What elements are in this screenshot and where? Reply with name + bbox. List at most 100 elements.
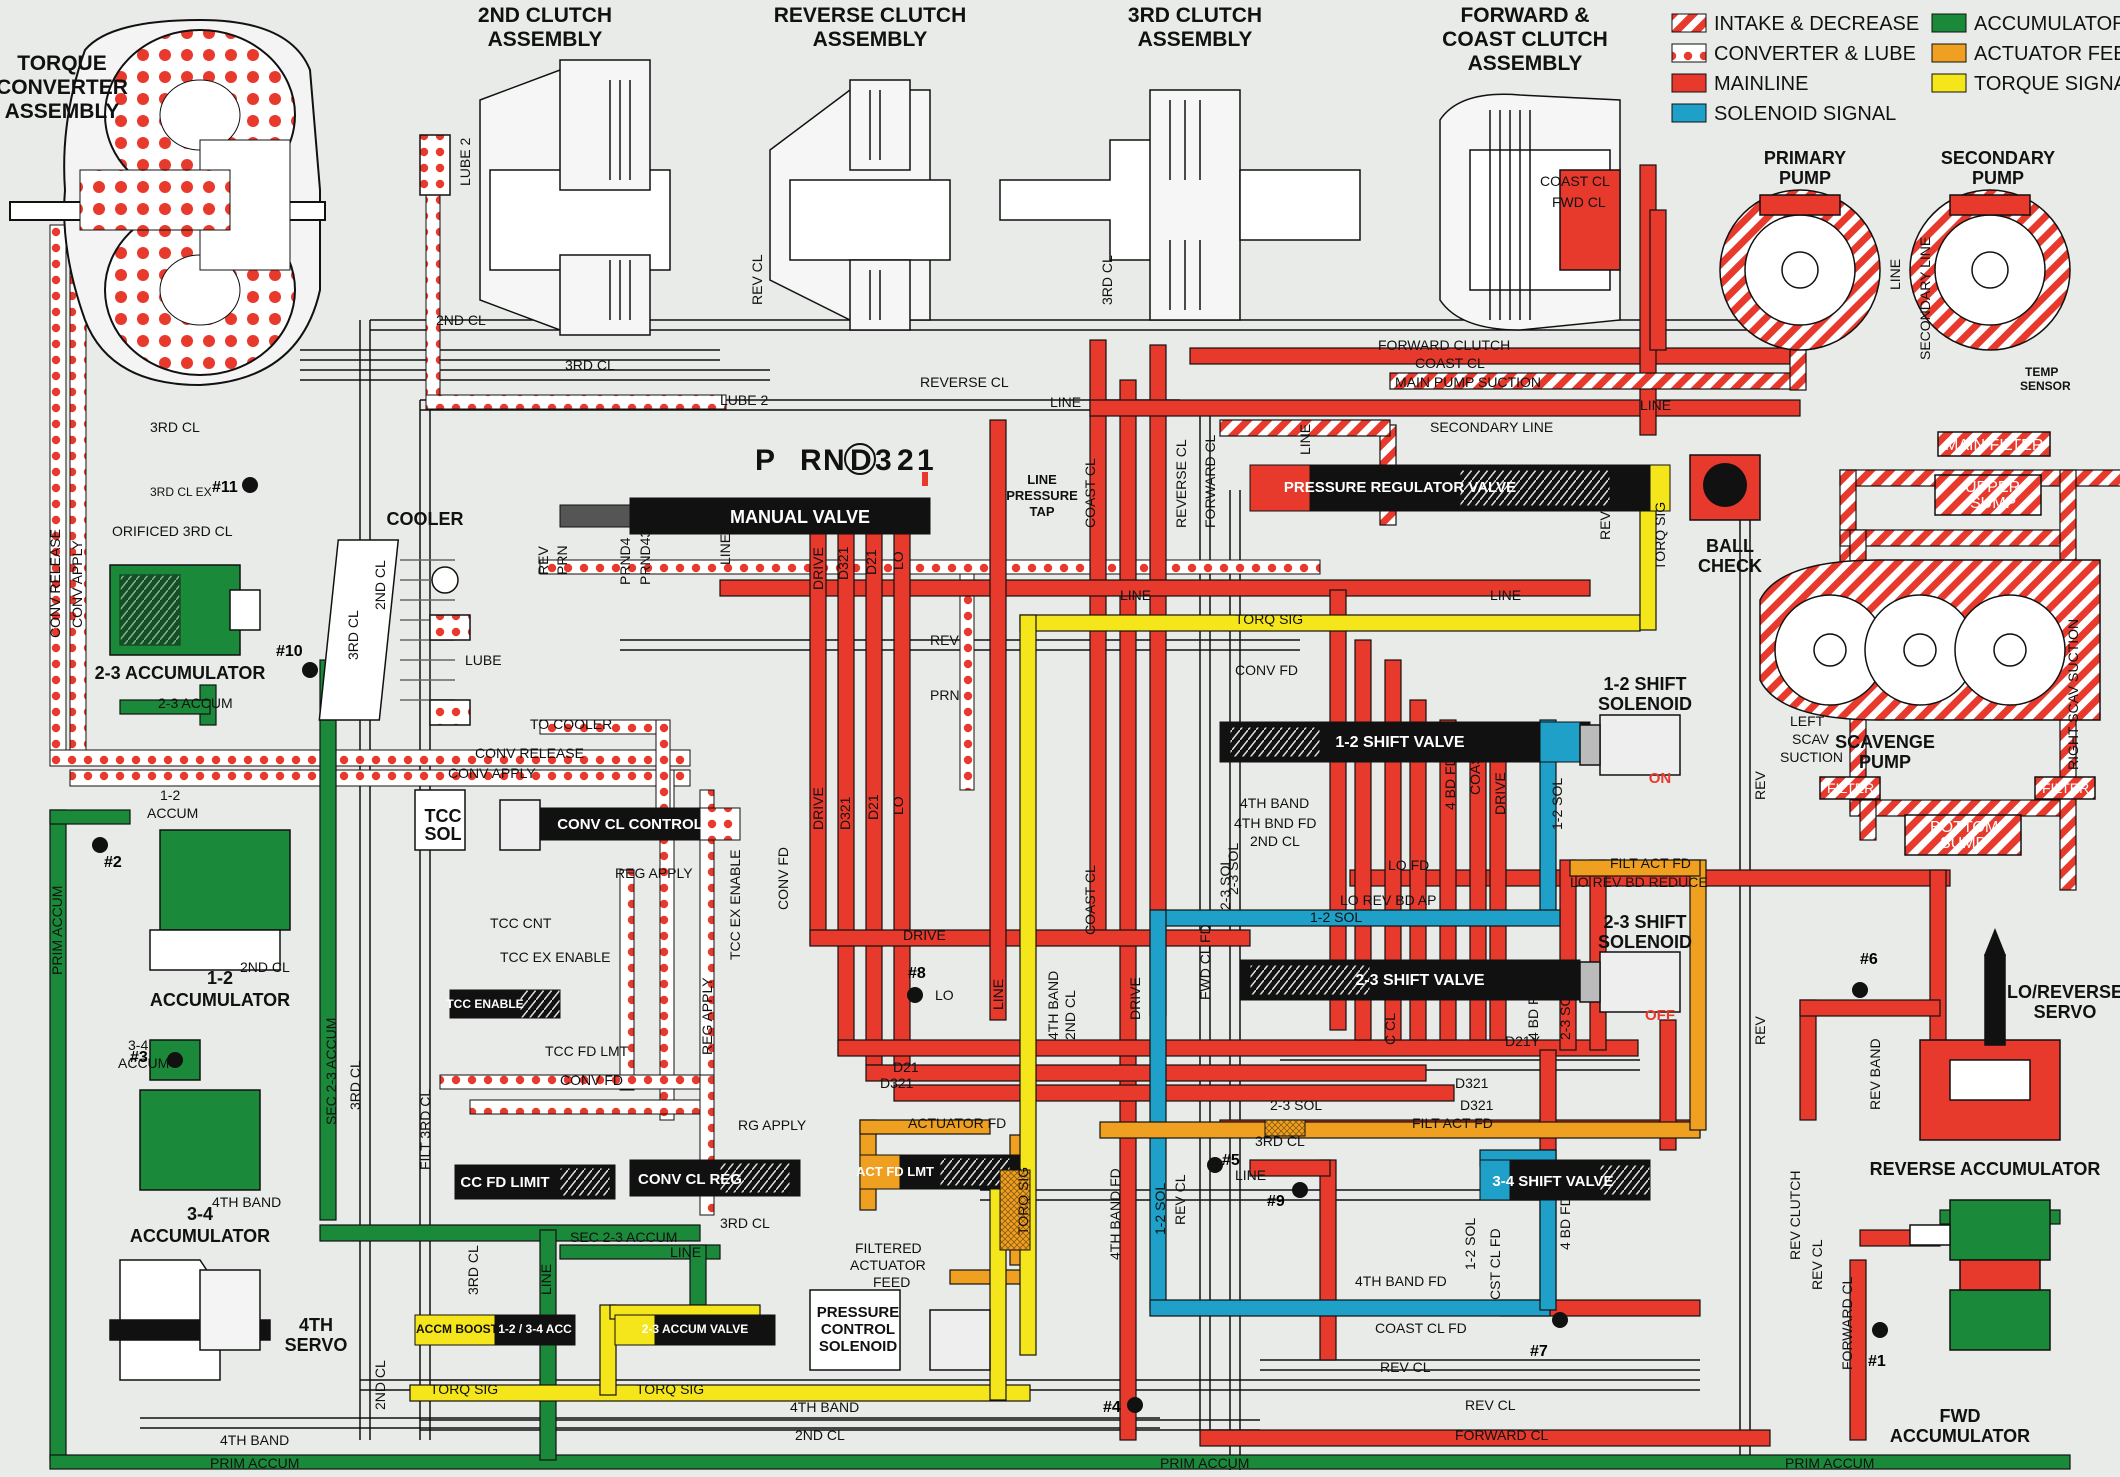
third-clutch-illustration [999, 89, 1361, 321]
diagram-label: OFF [1645, 1007, 1675, 1024]
diagram-label: TCC ENABLE [446, 997, 523, 1011]
diagram-shape [49, 809, 131, 825]
diagram-shape [1984, 954, 2006, 1046]
diagram-shape [49, 1454, 2071, 1470]
diagram-label: 1-2 SOL [1310, 909, 1362, 925]
forward-clutch-illustration [1439, 93, 1621, 331]
diagram-label: ACCUM [118, 1055, 169, 1071]
diagram-shape [893, 504, 911, 1076]
diagram-shape [837, 504, 855, 1056]
upper-sump-box [1934, 474, 2042, 516]
diagram-label: TORQ SIG [636, 1381, 704, 1397]
diagram-label: 1-2 [160, 787, 180, 803]
diagram-shape [119, 699, 211, 715]
diagram-label: SOLENOID [1598, 932, 1692, 952]
manual-valve-body [629, 497, 931, 535]
diagram-shape [499, 799, 541, 851]
diagram-shape [655, 719, 671, 821]
diagram-shape [419, 134, 451, 196]
diagram-label: PRIMARY [1764, 148, 1846, 168]
diagram-label: #3 [130, 1049, 148, 1066]
diagram-label: PRIM ACCUM [1785, 1455, 1874, 1471]
diagram-label: D21Y [1505, 1033, 1541, 1049]
diagram-label: LINE [1027, 472, 1057, 487]
diagram-label: 2 [897, 444, 914, 477]
diagram-label: FORWARD CL [1455, 1427, 1549, 1443]
diagram-shape [609, 80, 631, 320]
diagram-shape [859, 1154, 901, 1190]
diagram-label: 4 BD FD [1525, 986, 1541, 1040]
diagram-shape [1292, 1182, 1308, 1198]
diagram-label: SECONDARY [1941, 148, 2055, 168]
diagram-label: #9 [1267, 1193, 1285, 1210]
diagram-label: SUMP [1970, 495, 2016, 512]
diagram-shape [139, 1089, 261, 1191]
diagram-label: TORQ SIG [430, 1381, 498, 1397]
diagram-shape [559, 1244, 721, 1260]
diagram-label: 4TH BAND [1045, 971, 1061, 1040]
diagram-label: TORQ SIG [1235, 611, 1303, 627]
diagram-label: CONV APPLY [448, 765, 536, 781]
diagram-label: TCC FD LMT [545, 1043, 629, 1059]
diagram-shape [599, 1304, 617, 1396]
diagram-label: LO FD [1388, 857, 1429, 873]
diagram-label: SOLENOID [819, 1338, 898, 1355]
diagram-shape [1119, 379, 1137, 1441]
diagram-label: 2ND CL [436, 312, 486, 328]
diagram-shape [1249, 1159, 1331, 1177]
diagram-label: 4TH BAND FD [1107, 1168, 1123, 1260]
diagram-shape [1319, 1159, 1337, 1361]
diagram-label: 3RD CL [150, 419, 200, 435]
diagram-shape [1649, 209, 1667, 351]
diagram-shape [1703, 463, 1747, 507]
diagram-label: ACCUMULATOR [150, 990, 290, 1010]
second-clutch-illustration [419, 59, 671, 336]
diagram-shape [614, 1314, 656, 1346]
bottom-sump-box [1904, 814, 2022, 856]
diagram-shape [69, 769, 691, 787]
diagram-shape [1937, 431, 2051, 457]
diagram-label: LINE [1050, 394, 1081, 410]
diagram-label: BALL [1706, 536, 1754, 556]
diagram-label: 3RD CL [1099, 255, 1115, 305]
diagram-label: D321 [880, 1075, 914, 1091]
diagram-shape [92, 837, 108, 853]
diagram-label: LO REV BD AP [1340, 892, 1436, 908]
diagram-shape [844, 443, 876, 475]
diagram-label: 2ND CL [240, 959, 290, 975]
diagram-label: REG APPLY [615, 865, 693, 881]
legend-label: CONVERTER & LUBE [1714, 43, 1916, 65]
third-clutch-title: 3RD CLUTCH [1128, 4, 1262, 27]
diagram-shape [1872, 1322, 1888, 1338]
diagram-label: #5 [1222, 1152, 1240, 1169]
diagram-label: 1-2 SOL [1549, 778, 1565, 830]
diagram-label: REVERSE CL [1173, 439, 1189, 528]
legend-label: SOLENOID SIGNAL [1714, 103, 1896, 125]
diagram-label: ORIFICED 3RD CL [112, 523, 233, 539]
diagram-label: REV [1752, 1016, 1768, 1045]
diagram-label: 2-3 SOL [1225, 843, 1241, 895]
diagram-shape [1909, 1224, 1951, 1246]
diagram-label: CHECK [1698, 556, 1762, 576]
diagram-label: FWD CL [1552, 194, 1606, 210]
diagram-shape [1089, 399, 1801, 417]
diagram-label: D321 [1455, 1075, 1489, 1091]
torque-converter-illustration [9, 18, 326, 387]
diagram-label: COAST CLUTCH [1442, 28, 1608, 51]
diagram-shape [1949, 1199, 2051, 1261]
diagram-label: CONV FD [775, 847, 791, 910]
diagram-label: LUBE [465, 652, 502, 668]
diagram-label: TCC CNT [490, 915, 552, 931]
diagram-shape [1781, 251, 1819, 289]
diagram-shape [1659, 1019, 1677, 1151]
diagram-shape [414, 1314, 496, 1346]
legend-label: MAINLINE [1714, 73, 1808, 95]
diagram-label: 2ND CL [1250, 833, 1300, 849]
torque-signal-passages [409, 509, 1657, 1402]
diagram-shape [980, 1189, 1540, 1201]
diagram-label: D321 [1460, 1097, 1494, 1113]
diagram-label: 2-3 SOL [1217, 858, 1233, 910]
diagram-label: D21 [865, 794, 881, 820]
diagram-label: LINE [1887, 259, 1903, 290]
diagram-label: 3-4 [128, 1037, 148, 1053]
